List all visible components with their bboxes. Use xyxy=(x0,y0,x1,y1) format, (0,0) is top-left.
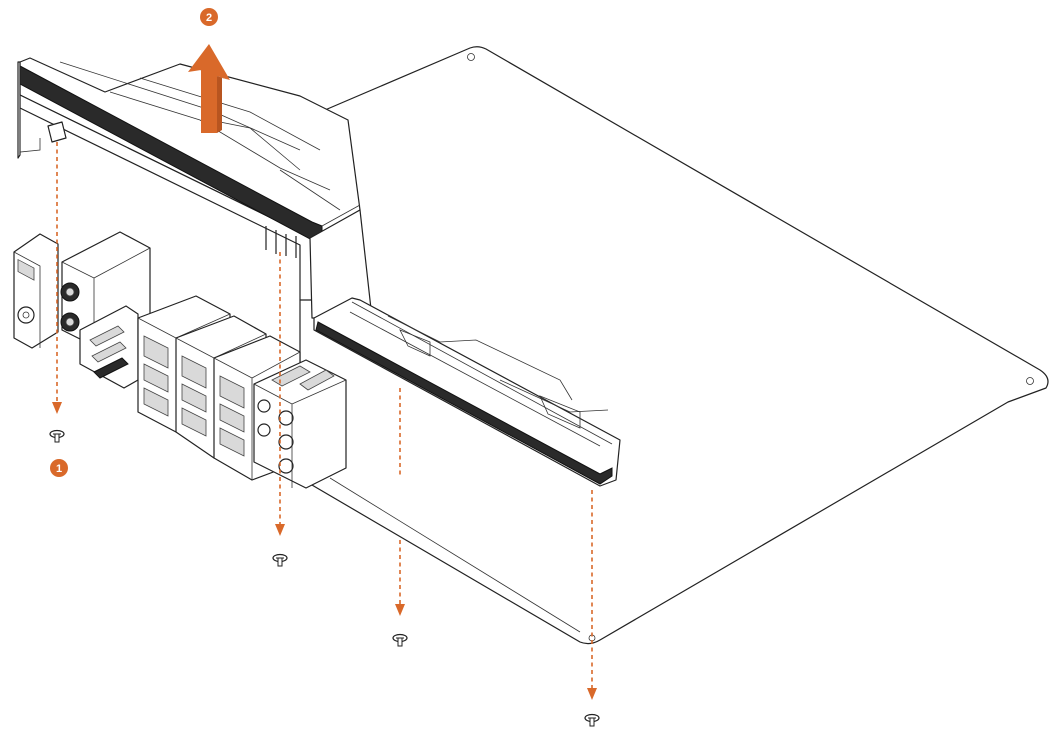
step-badge-label: 1 xyxy=(56,463,62,475)
screws xyxy=(49,429,600,727)
lift-arrow-icon xyxy=(188,44,230,133)
latch-tab xyxy=(47,121,67,143)
rear-io-ports xyxy=(13,231,347,489)
mount-hole xyxy=(467,53,475,61)
step-badge-label: 2 xyxy=(206,12,212,24)
screw-icon xyxy=(584,713,600,727)
arrowhead-icon xyxy=(52,402,62,414)
step-badge-1: 1 xyxy=(50,459,68,477)
arrowhead-icon xyxy=(395,604,405,616)
step-badge-2: 2 xyxy=(200,8,218,26)
arrowhead-icon xyxy=(275,524,285,536)
motherboard-board xyxy=(299,46,1049,645)
io-shroud-cover xyxy=(17,57,373,319)
screw-icon xyxy=(272,553,288,567)
screw-icon xyxy=(49,429,65,443)
arrowhead-icon xyxy=(587,688,597,700)
screw-icon xyxy=(392,633,408,647)
mount-hole xyxy=(1026,377,1034,385)
screw-guides xyxy=(52,142,597,700)
chipset-shroud xyxy=(313,297,621,487)
